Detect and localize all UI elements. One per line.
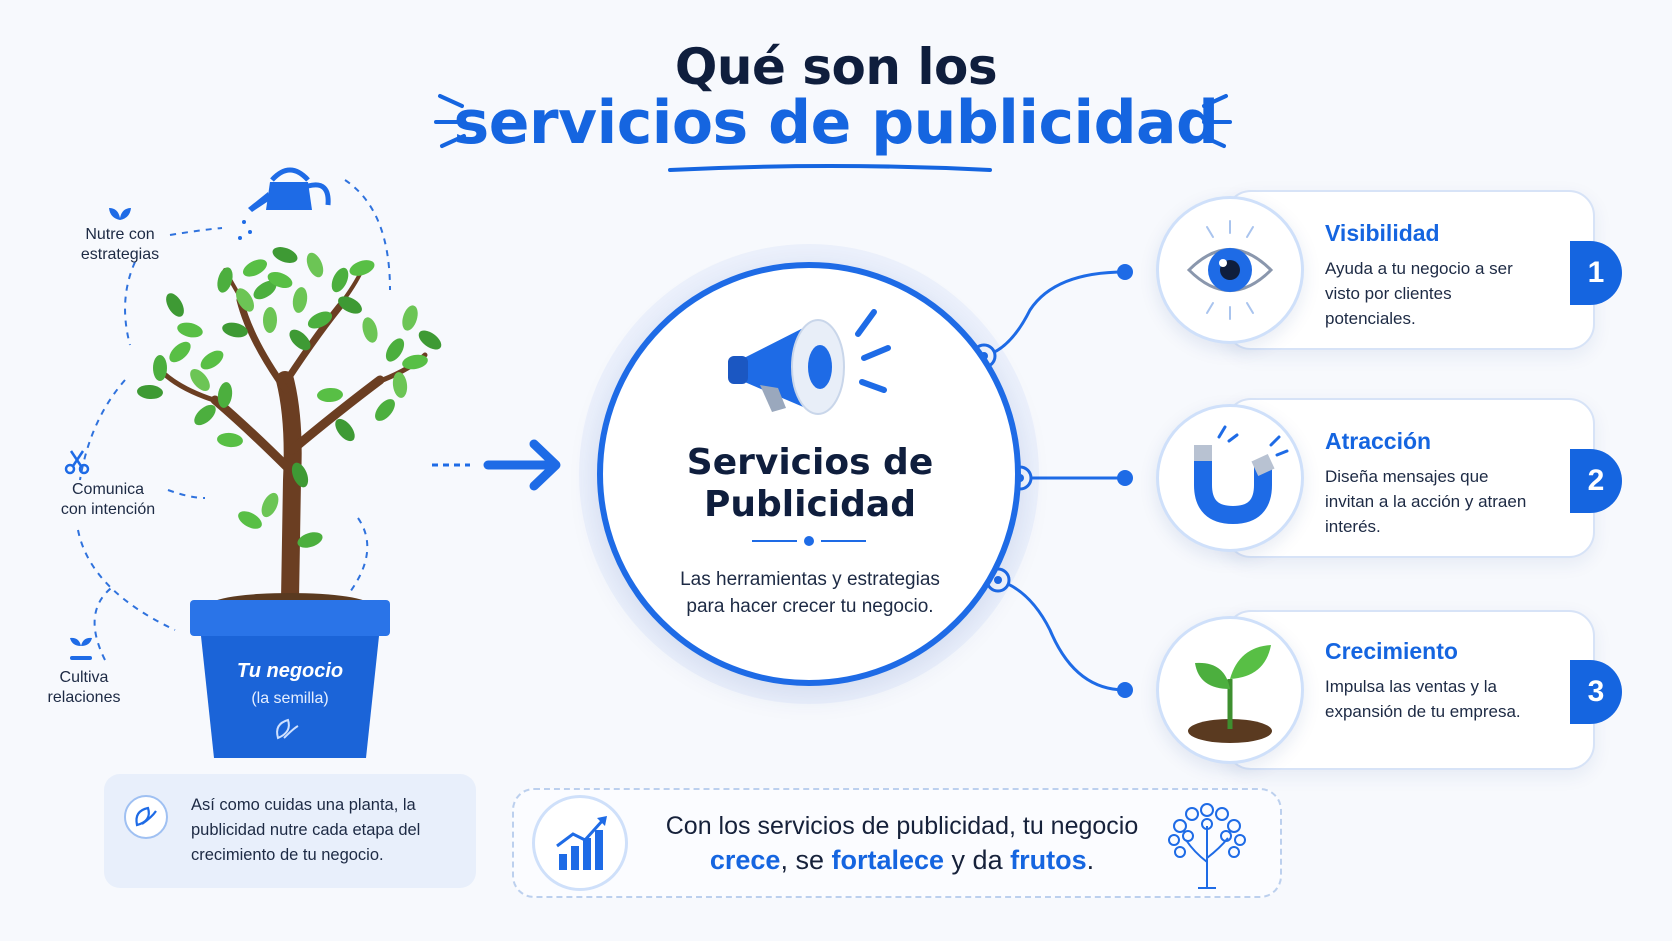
leaf-badge [124,795,168,839]
word-crece: crece [709,845,781,875]
pot-title: Tu negocio [236,660,344,682]
magnet-icon [1194,425,1289,525]
leaf [291,462,309,488]
scissors-icon [64,450,90,475]
card-title-2: Atracción [1325,428,1432,454]
leaf [331,267,349,293]
card-desc-1: Ayuda a tu negocio a ser visto por clien… [1325,259,1513,328]
cycle-arrows [77,179,391,661]
bottom-banner [512,788,1282,898]
word-fortalece: fortalece [831,845,945,875]
tree-outline-icon [1168,803,1246,889]
eye-icon [1186,220,1274,320]
card-desc-2: Diseña mensajes que invitan a la acción … [1325,467,1527,536]
card-desc-3: Impulsa las ventas y la expansión de tu … [1325,677,1521,721]
card-icon-circle-2 [1156,404,1304,552]
leaf [169,341,191,363]
leaf [262,307,278,333]
card-icon-circle-1 [1156,196,1304,344]
leaf [297,532,323,548]
tree-trunk [157,268,428,609]
word-frutos: frutos [1010,845,1087,875]
sprout-small-icon [109,208,131,220]
leaf [307,311,333,329]
leaf [242,259,268,277]
leaf [217,267,233,293]
leaf [317,387,343,403]
sprout-icon [1188,645,1272,743]
leaf [217,382,233,408]
right-arrow-icon [483,439,561,491]
card-number-3: 3 [1570,660,1622,724]
card-number-1: 1 [1570,241,1622,305]
center-description: Las herramientas y estrategias para hace… [680,569,940,617]
pot-leaf-icon [276,718,299,740]
page-title-line1: Qué son los [674,38,998,96]
leaf [261,492,279,518]
note-box [104,774,476,888]
leaf [253,280,277,300]
chart-badge [532,795,628,891]
watering-can-icon [238,167,331,240]
title-underline [668,164,992,172]
leaf [194,404,216,426]
leaf [137,384,163,400]
leaf [238,511,262,529]
leaf [392,372,408,398]
leaf [166,293,184,317]
leaf [306,252,324,278]
leaf [418,330,442,350]
megaphone-icon [728,309,891,415]
connectors [983,270,1126,692]
pot-subtitle: (la semilla) [251,690,329,707]
leaf [236,288,254,312]
bottom-line1: Con los servicios de publicidad, tu nego… [665,812,1139,840]
note-text: Así como cuidas una planta, la publicida… [191,796,421,864]
leaf [267,271,293,289]
leaf [217,432,243,448]
page-title-line2: servicios de publicidad [453,88,1219,158]
leaf-icon [135,806,157,827]
leaf [375,399,395,421]
seedling-icon [70,637,92,660]
card-number-2: 2 [1570,449,1622,513]
leaf [338,296,362,314]
leaf [153,355,167,381]
tree-leaves [137,247,442,548]
leaf [177,322,203,338]
leaf [222,322,248,338]
leaf [200,350,224,370]
leaf [349,260,375,276]
sparkle-left-icon [434,94,466,148]
leaf [385,338,405,362]
pot [190,593,390,758]
card-title-3: Crecimiento [1325,638,1458,664]
leaf [289,329,311,351]
leaf [402,354,428,370]
leaf [272,247,298,263]
leaf [335,418,355,442]
bottom-line2: crece, se fortalece y da frutos. [709,845,1095,875]
sparkle-right-icon [1200,94,1232,148]
leaf [292,287,308,313]
growth-chart-icon [556,816,607,870]
leaf [190,368,210,392]
card-icon-circle-3 [1156,616,1304,764]
leaf [402,305,418,331]
card-title-1: Visibilidad [1325,220,1440,246]
center-divider [752,536,866,546]
leaf [362,317,378,343]
